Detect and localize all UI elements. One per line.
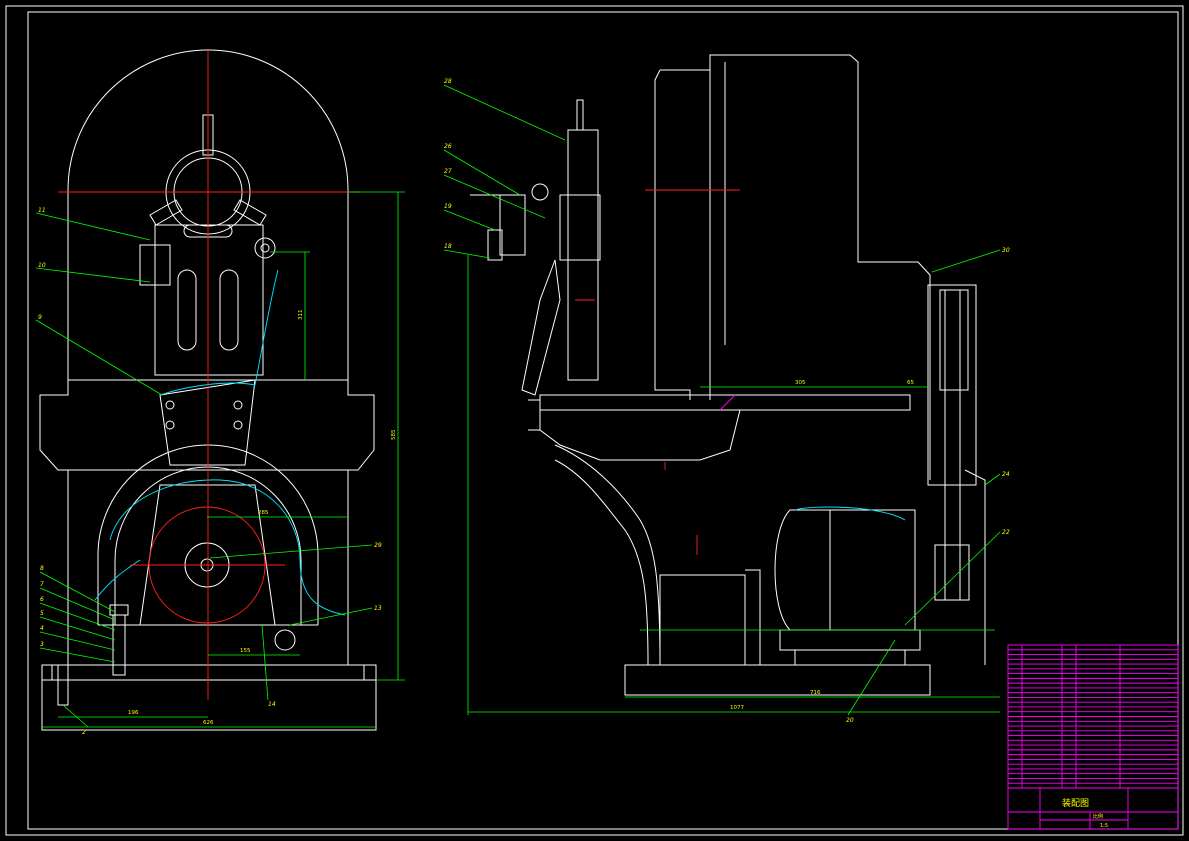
part-label-26: 26 xyxy=(444,143,452,150)
part-label-29: 29 xyxy=(374,542,382,549)
part-label-20: 20 xyxy=(846,717,854,724)
dim-155: 155 xyxy=(240,648,251,654)
part-label-22: 22 xyxy=(1002,529,1010,536)
part-label-5: 5 xyxy=(40,610,44,617)
part-label-4: 4 xyxy=(40,625,44,632)
scale-label: 比例 xyxy=(1093,813,1103,820)
dim-65: 65 xyxy=(907,380,914,386)
front-view xyxy=(39,49,377,731)
part-label-8: 8 xyxy=(40,565,44,572)
part-label-7: 7 xyxy=(40,581,44,588)
part-label-19: 19 xyxy=(444,203,452,210)
part-label-6: 6 xyxy=(40,596,44,603)
front-dimensions: 585 311 285 155 196 626 xyxy=(42,191,405,728)
dim-285: 285 xyxy=(258,510,269,516)
part-label-14: 14 xyxy=(268,701,276,708)
part-label-3: 3 xyxy=(40,641,44,648)
dim-196: 196 xyxy=(128,710,139,716)
scale-value: 1:5 xyxy=(1100,823,1108,829)
dim-585: 585 xyxy=(391,429,397,440)
dim-1077: 1077 xyxy=(730,705,744,711)
side-view xyxy=(470,54,986,696)
parts-list-rows xyxy=(1008,649,1178,784)
part-label-10: 10 xyxy=(38,262,46,269)
dim-305: 305 xyxy=(795,380,806,386)
part-label-28: 28 xyxy=(444,78,452,85)
part-label-18: 18 xyxy=(444,243,452,250)
part-label-27: 27 xyxy=(444,168,452,175)
part-label-30: 30 xyxy=(1002,247,1010,254)
inner-border xyxy=(27,11,1179,830)
part-label-13: 13 xyxy=(374,605,382,612)
drawing-name: 装配图 xyxy=(1062,797,1089,809)
side-dimensions: 305 65 716 1077 xyxy=(467,255,1000,715)
part-label-2: 2 xyxy=(82,729,86,736)
front-part-labels: 11 10 9 8 7 6 5 4 3 29 13 14 2 xyxy=(35,207,382,736)
title-block: 装配图 比例 1:5 xyxy=(1007,644,1179,830)
side-part-labels: 28 26 27 19 18 30 24 22 20 xyxy=(443,78,1010,724)
outer-border xyxy=(5,5,1184,836)
dim-311: 311 xyxy=(298,310,304,321)
dim-626: 626 xyxy=(203,720,214,726)
part-label-9: 9 xyxy=(38,314,42,321)
dim-716: 716 xyxy=(810,690,821,696)
part-label-11: 11 xyxy=(38,207,46,214)
part-label-24: 24 xyxy=(1002,471,1010,478)
